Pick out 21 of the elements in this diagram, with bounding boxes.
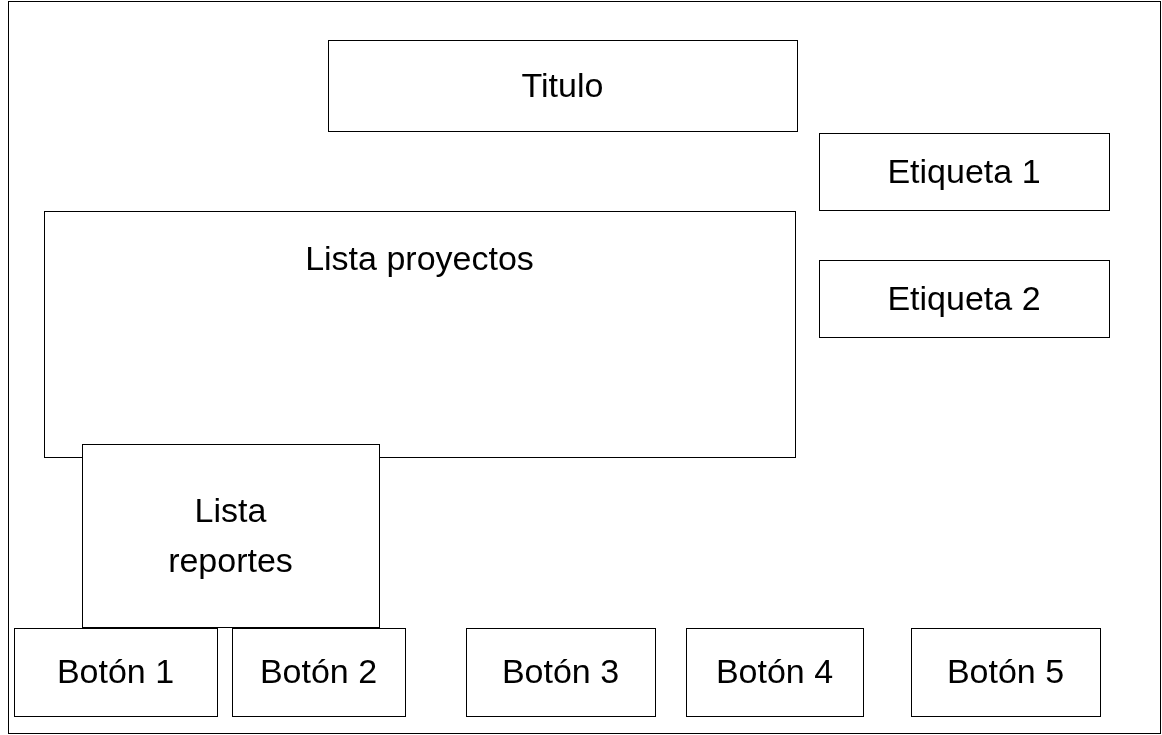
box-label: Lista proyectos <box>305 237 534 279</box>
button <box>685 627 864 717</box>
box-label: Lista reportes <box>167 490 294 581</box>
box-label: Botón 2 <box>259 651 378 693</box>
project-list-box <box>43 210 796 458</box>
button <box>465 627 656 717</box>
label-box <box>818 259 1110 338</box>
box-label: Titulo <box>521 64 604 106</box>
button <box>231 627 406 717</box>
title-box <box>327 39 798 132</box>
button <box>910 627 1101 717</box>
box-label: Botón 4 <box>715 651 834 693</box>
box-label: Etiqueta 1 <box>887 150 1041 192</box>
box-label: Botón 1 <box>56 651 175 693</box>
box-label: Botón 5 <box>946 651 1065 693</box>
box-label: Botón 3 <box>501 651 620 693</box>
report-list-box <box>81 443 380 628</box>
button <box>13 627 218 717</box>
box-label: Etiqueta 2 <box>887 277 1041 319</box>
label-box <box>818 132 1110 211</box>
screen-frame <box>8 1 1161 734</box>
